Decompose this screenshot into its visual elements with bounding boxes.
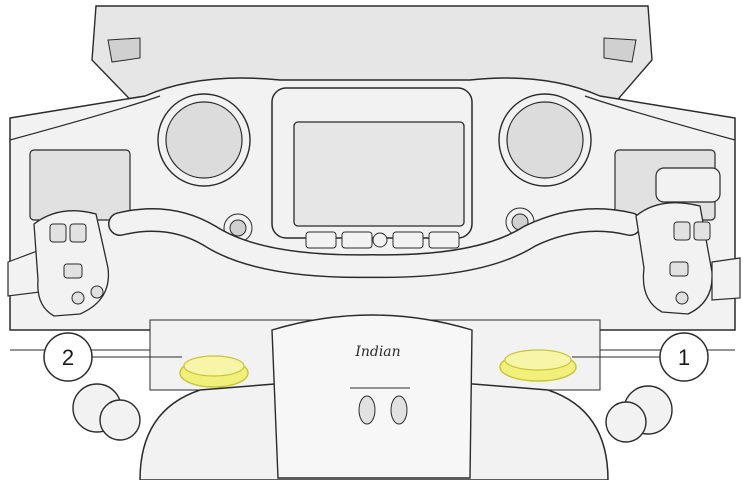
left-fairing-mount-highlight <box>180 356 248 387</box>
callout-2-badge: 2 <box>44 333 92 381</box>
brand-script: Indian <box>354 344 400 360</box>
right-speaker <box>499 94 591 186</box>
infotainment-display <box>272 88 472 238</box>
left-speaker <box>158 94 250 186</box>
callout-1-number: 1 <box>678 345 690 370</box>
right-fairing-mount-highlight <box>500 350 576 381</box>
callout-1-badge: 1 <box>660 333 708 381</box>
callout-2-number: 2 <box>62 345 74 370</box>
display-buttons <box>306 232 459 248</box>
